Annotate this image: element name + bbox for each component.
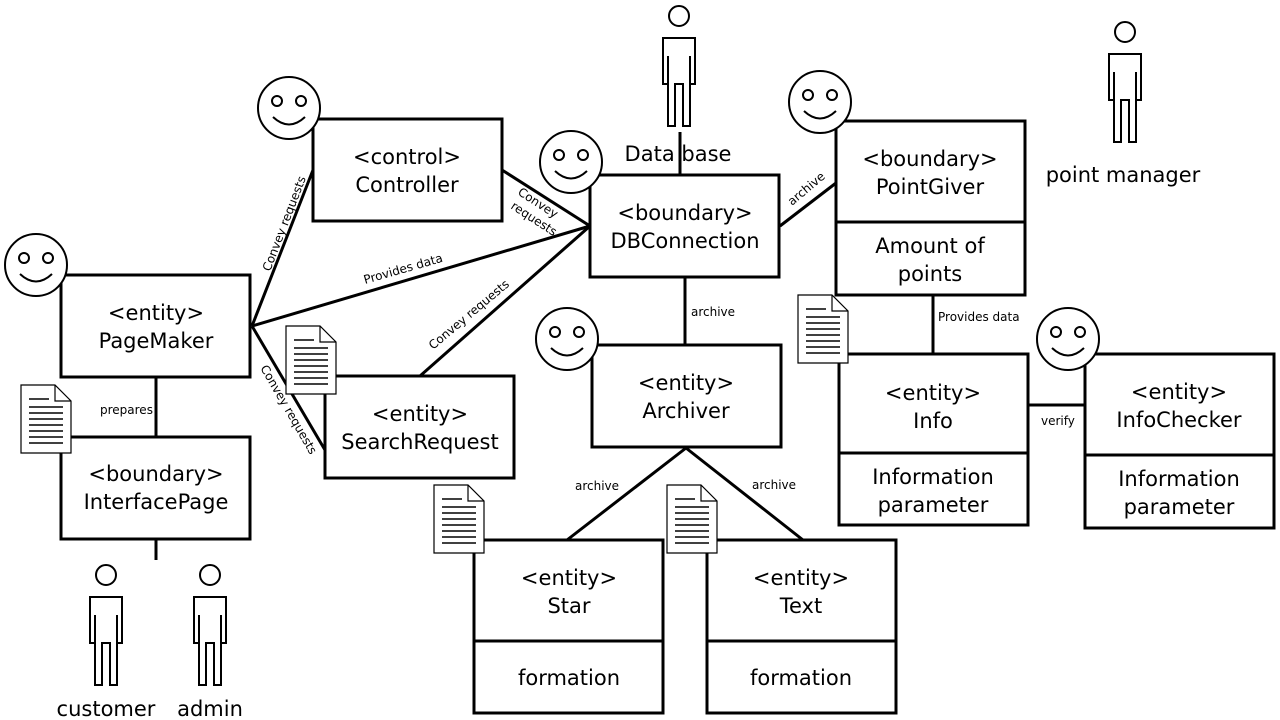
class-archiver[interactable]: <entity> Archiver — [590, 343, 783, 449]
class-name: Controller — [355, 173, 459, 197]
class-name: PointGiver — [876, 175, 985, 199]
actor-label: customer — [57, 697, 156, 720]
class-stereotype: <boundary> — [617, 201, 752, 225]
actor-database: Data base — [625, 5, 732, 166]
line-archiver-star — [566, 446, 687, 542]
line-archiver-text — [685, 446, 804, 542]
label-searchrequest-dbconnection: Convey requests — [426, 277, 512, 352]
class-attribute-line1: Information — [872, 465, 994, 489]
class-name: InfoChecker — [1116, 408, 1242, 432]
class-star[interactable]: <entity> Star formation — [472, 538, 665, 715]
class-stereotype: <entity> — [885, 381, 981, 405]
class-attribute-line2: points — [898, 262, 963, 286]
class-pagemaker[interactable]: <entity> PageMaker — [59, 273, 252, 379]
person-icon — [89, 564, 123, 686]
label-info-infochecker: verify — [1041, 414, 1075, 428]
smiley-icon — [4, 233, 68, 297]
person-icon — [193, 564, 227, 686]
smiley-icon — [535, 307, 599, 371]
class-stereotype: <control> — [353, 145, 461, 169]
class-name: SearchRequest — [341, 430, 498, 454]
class-interfacepage[interactable]: <boundary> InterfacePage — [59, 435, 252, 541]
document-icon — [797, 294, 849, 364]
class-infochecker[interactable]: <entity> InfoChecker Information paramet… — [1083, 352, 1276, 530]
actor-point-manager: point manager — [1046, 21, 1201, 187]
person-icon — [662, 5, 696, 127]
document-icon — [433, 484, 485, 554]
class-pointgiver[interactable]: <boundary> PointGiver Amount of points — [834, 119, 1027, 297]
document-icon — [666, 484, 718, 554]
label-pagemaker-interfacepage: prepares — [100, 403, 153, 417]
document-icon — [20, 384, 72, 454]
actor-label: Data base — [625, 142, 732, 166]
class-attribute-line2: parameter — [1124, 495, 1235, 519]
label-archiver-text: archive — [752, 478, 796, 492]
class-name: Text — [779, 594, 822, 618]
class-attribute-line1: Information — [1118, 467, 1240, 491]
class-name: Star — [547, 594, 590, 618]
actor-label: admin — [177, 697, 243, 720]
class-attribute-line2: parameter — [878, 493, 989, 517]
line-controller-dbconnection — [501, 168, 591, 228]
document-icon — [285, 325, 337, 395]
class-name: Info — [913, 409, 953, 433]
class-stereotype: <entity> — [521, 566, 617, 590]
smiley-icon — [788, 70, 852, 134]
class-name: PageMaker — [99, 329, 214, 353]
class-name: Archiver — [642, 399, 730, 423]
class-dbconnection[interactable]: <boundary> DBConnection — [588, 173, 781, 279]
smiley-icon — [257, 76, 321, 140]
label-pagemaker-controller: Convey requests — [260, 174, 309, 273]
class-attribute: formation — [518, 666, 620, 690]
class-info[interactable]: <entity> Info Information parameter — [837, 352, 1030, 527]
class-name: DBConnection — [610, 229, 759, 253]
label-dbconnection-archiver: archive — [691, 305, 735, 319]
class-text[interactable]: <entity> Text formation — [705, 538, 898, 715]
class-attribute-line1: Amount of — [875, 234, 985, 258]
class-stereotype: <entity> — [753, 566, 849, 590]
actor-customer: customer — [57, 564, 156, 720]
smiley-icon — [1036, 307, 1100, 371]
class-name: InterfacePage — [84, 490, 229, 514]
class-stereotype: <entity> — [1131, 380, 1227, 404]
class-stereotype: <entity> — [108, 301, 204, 325]
line-searchrequest-dbconnection — [419, 224, 591, 378]
actor-admin: admin — [177, 564, 243, 720]
class-stereotype: <entity> — [372, 402, 468, 426]
class-stereotype: <boundary> — [862, 147, 997, 171]
line-pagemaker-controller — [250, 169, 315, 327]
label-archiver-star: archive — [575, 479, 619, 493]
association-lines — [154, 132, 1085, 560]
class-controller[interactable]: <control> Controller — [311, 117, 504, 223]
class-stereotype: <entity> — [638, 371, 734, 395]
class-stereotype: <boundary> — [88, 462, 223, 486]
class-searchrequest[interactable]: <entity> SearchRequest — [323, 374, 516, 480]
label-dbconnection-pointgiver: archive — [785, 169, 828, 208]
person-icon — [1108, 21, 1142, 143]
line-dbconnection-pointgiver — [779, 181, 837, 228]
class-attribute: formation — [750, 666, 852, 690]
label-pointgiver-info: Provides data — [938, 310, 1020, 324]
actor-label: point manager — [1046, 163, 1201, 187]
smiley-icon — [539, 130, 603, 194]
line-pagemaker-dbconnection — [251, 224, 591, 328]
